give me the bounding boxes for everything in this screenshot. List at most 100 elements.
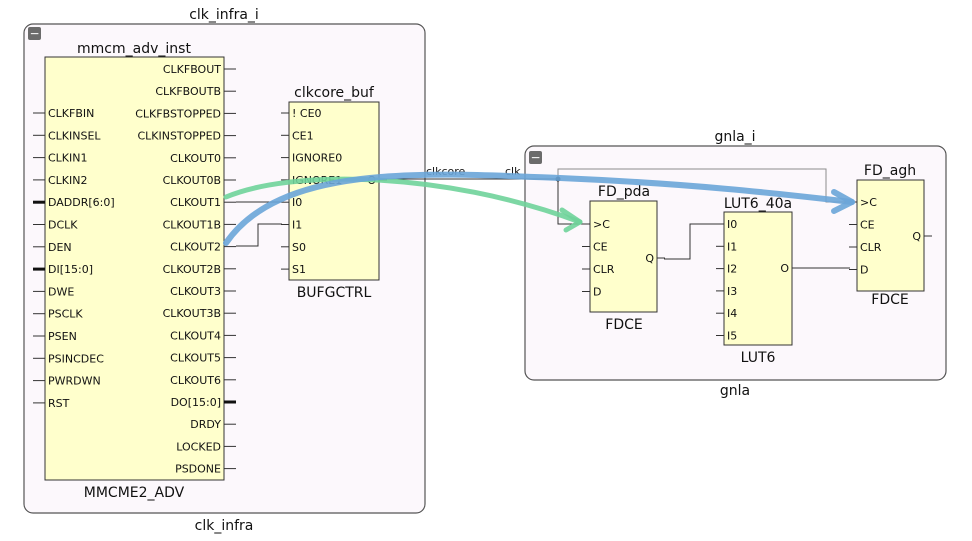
pin-mmcm-psdone[interactable]: PSDONE bbox=[175, 463, 236, 476]
pin-mmcm-clkfbstopped[interactable]: CLKFBSTOPPED bbox=[135, 107, 236, 120]
pin-fd-agh-d[interactable]: D bbox=[849, 264, 868, 277]
pin-mmcm-clkout3b[interactable]: CLKOUT3B bbox=[163, 307, 236, 320]
pin-lut-o[interactable]: O bbox=[780, 262, 800, 275]
collapse-glyph: − bbox=[530, 151, 540, 165]
pin-label: DADDR[6:0] bbox=[48, 196, 115, 209]
fd-pda-body[interactable] bbox=[589, 200, 658, 313]
pin-mmcm-clkfbin[interactable]: CLKFBIN bbox=[33, 107, 94, 120]
pin-mmcm-dwe[interactable]: DWE bbox=[33, 285, 74, 298]
pin-mmcm-clkout1b[interactable]: CLKOUT1B bbox=[163, 218, 236, 231]
net-q-to-lut-i0[interactable] bbox=[664, 223, 716, 260]
bufg-type-label: BUFGCTRL bbox=[297, 285, 372, 301]
pin-fd-pda-clr[interactable]: CLR bbox=[582, 263, 615, 276]
pin-mmcm-di-15-0[interactable]: DI[15:0] bbox=[33, 263, 93, 276]
pin-mmcm-clkout4[interactable]: CLKOUT4 bbox=[170, 329, 236, 342]
pin-label: IGNORE0 bbox=[292, 152, 342, 165]
pin-lut-i5[interactable]: I5 bbox=[716, 330, 737, 343]
pin-mmcm-den[interactable]: DEN bbox=[33, 241, 72, 254]
pin-bufg-i0[interactable]: I0 bbox=[281, 196, 302, 209]
pin-mmcm-clkinstopped[interactable]: CLKINSTOPPED bbox=[137, 130, 236, 143]
pin-label: I1 bbox=[727, 240, 737, 253]
pin-lut-i2[interactable]: I2 bbox=[716, 263, 737, 276]
pin-lut-i4[interactable]: I4 bbox=[716, 307, 737, 320]
pin-mmcm-pwrdwn[interactable]: PWRDWN bbox=[33, 375, 101, 388]
collapse-icon[interactable] bbox=[28, 27, 41, 40]
pin-mmcm-clkout0b[interactable]: CLKOUT0B bbox=[163, 174, 236, 187]
lut6-body[interactable] bbox=[723, 211, 793, 346]
highlighted-paths bbox=[223, 171, 855, 246]
clk-infra-collapse-button[interactable]: − bbox=[28, 27, 41, 41]
pin-lut-i3[interactable]: I3 bbox=[716, 285, 737, 298]
pin-mmcm-clkout2[interactable]: CLKOUT2 bbox=[170, 241, 236, 254]
pin-mmcm-psincdec[interactable]: PSINCDEC bbox=[33, 352, 104, 365]
pin-label: PSCLK bbox=[48, 308, 83, 321]
fd-pda-right-pins: Q bbox=[645, 252, 665, 265]
pin-bufg-s1[interactable]: S1 bbox=[281, 263, 306, 276]
pin-bufg-ce1[interactable]: CE1 bbox=[281, 129, 314, 142]
mmcm-type-label: MMCME2_ADV bbox=[84, 485, 185, 501]
pin-label: CLKOUT6 bbox=[170, 374, 221, 387]
pin-mmcm-clkinsel[interactable]: CLKINSEL bbox=[33, 129, 101, 142]
pin-label: ! CE0 bbox=[292, 107, 322, 120]
fd-pda-instance-label: FD_pda bbox=[598, 184, 650, 200]
pin-mmcm-daddr-6-0[interactable]: DADDR[6:0] bbox=[33, 196, 115, 209]
pin-lut-i0[interactable]: I0 bbox=[716, 218, 737, 231]
pin-mmcm-clkout0[interactable]: CLKOUT0 bbox=[170, 152, 236, 165]
pin-mmcm-dclk[interactable]: DCLK bbox=[33, 219, 78, 232]
mmcm-right-pins: CLKFBOUT CLKFBOUTB CLKFBSTOPPED CLKINSTOPPE… bbox=[135, 63, 236, 476]
gnla-collapse-button[interactable]: − bbox=[529, 151, 542, 165]
pin-fd-agh-ce[interactable]: CE bbox=[849, 219, 875, 232]
pin-label: CLKOUT3 bbox=[170, 285, 221, 298]
fd-agh-type-label: FDCE bbox=[871, 292, 908, 308]
pin-mmcm-clkout5[interactable]: CLKOUT5 bbox=[170, 352, 236, 365]
pin-fd-agh-clr[interactable]: CLR bbox=[849, 241, 882, 254]
pin-mmcm-clkfboutb[interactable]: CLKFBOUTB bbox=[155, 85, 236, 98]
pin-label: CLR bbox=[593, 263, 615, 276]
pin-fd-pda-q[interactable]: Q bbox=[645, 252, 665, 265]
pin-bufg-ce0[interactable]: ! CE0 bbox=[281, 107, 322, 120]
collapse-icon[interactable] bbox=[529, 151, 542, 164]
pin-bufg-ignore0[interactable]: IGNORE0 bbox=[281, 152, 342, 165]
pin-label: CLR bbox=[860, 241, 882, 254]
pin-fd-pda-ce[interactable]: CE bbox=[582, 241, 608, 254]
lut6-type-label: LUT6 bbox=[741, 350, 776, 366]
pin-lut-i1[interactable]: I1 bbox=[716, 240, 737, 253]
net-clkcore[interactable] bbox=[386, 178, 582, 225]
mmcm-body[interactable] bbox=[44, 56, 225, 481]
pin-mmcm-clkin1[interactable]: CLKIN1 bbox=[33, 152, 88, 165]
pin-label: CLKFBOUTB bbox=[155, 85, 221, 98]
pin-label: I5 bbox=[727, 330, 737, 343]
pin-mmcm-clkout1[interactable]: CLKOUT1 bbox=[170, 196, 236, 209]
pin-mmcm-clkout6[interactable]: CLKOUT6 bbox=[170, 374, 236, 387]
pin-label: CLKOUT1 bbox=[170, 196, 221, 209]
pin-mmcm-clkin2[interactable]: CLKIN2 bbox=[33, 174, 88, 187]
net-clkout2-to-i1[interactable] bbox=[236, 223, 282, 247]
pin-mmcm-clkout2b[interactable]: CLKOUT2B bbox=[163, 263, 236, 276]
cell-mmcm-adv-inst[interactable]: mmcm_adv_inst MMCME2_ADV CLKFBINCLKINSEL… bbox=[33, 41, 236, 501]
pin-label: I1 bbox=[292, 219, 302, 232]
pin-fd-pda-c[interactable]: >C bbox=[582, 218, 610, 231]
pin-label: CLKIN2 bbox=[48, 174, 88, 187]
pin-mmcm-drdy[interactable]: DRDY bbox=[190, 418, 236, 431]
pin-fd-pda-d[interactable]: D bbox=[582, 286, 601, 299]
pin-bufg-s0[interactable]: S0 bbox=[281, 241, 306, 254]
pin-mmcm-clkout3[interactable]: CLKOUT3 bbox=[170, 285, 236, 298]
pin-mmcm-locked[interactable]: LOCKED bbox=[176, 440, 236, 453]
pin-mmcm-psclk[interactable]: PSCLK bbox=[33, 308, 83, 321]
pin-label: CLKOUT2B bbox=[163, 263, 221, 276]
blue-highlight-trace bbox=[223, 171, 855, 246]
pin-fd-agh-q[interactable]: Q bbox=[912, 230, 932, 243]
pin-mmcm-do-15-0[interactable]: DO[15:0] bbox=[171, 396, 236, 409]
pin-mmcm-psen[interactable]: PSEN bbox=[33, 330, 77, 343]
pin-label: DEN bbox=[48, 241, 72, 254]
pin-mmcm-clkfbout[interactable]: CLKFBOUT bbox=[163, 63, 236, 76]
pin-label: PWRDWN bbox=[48, 375, 101, 388]
pin-label: Q bbox=[645, 252, 654, 265]
pin-mmcm-rst[interactable]: RST bbox=[33, 397, 70, 410]
pin-bufg-i1[interactable]: I1 bbox=[281, 219, 302, 232]
